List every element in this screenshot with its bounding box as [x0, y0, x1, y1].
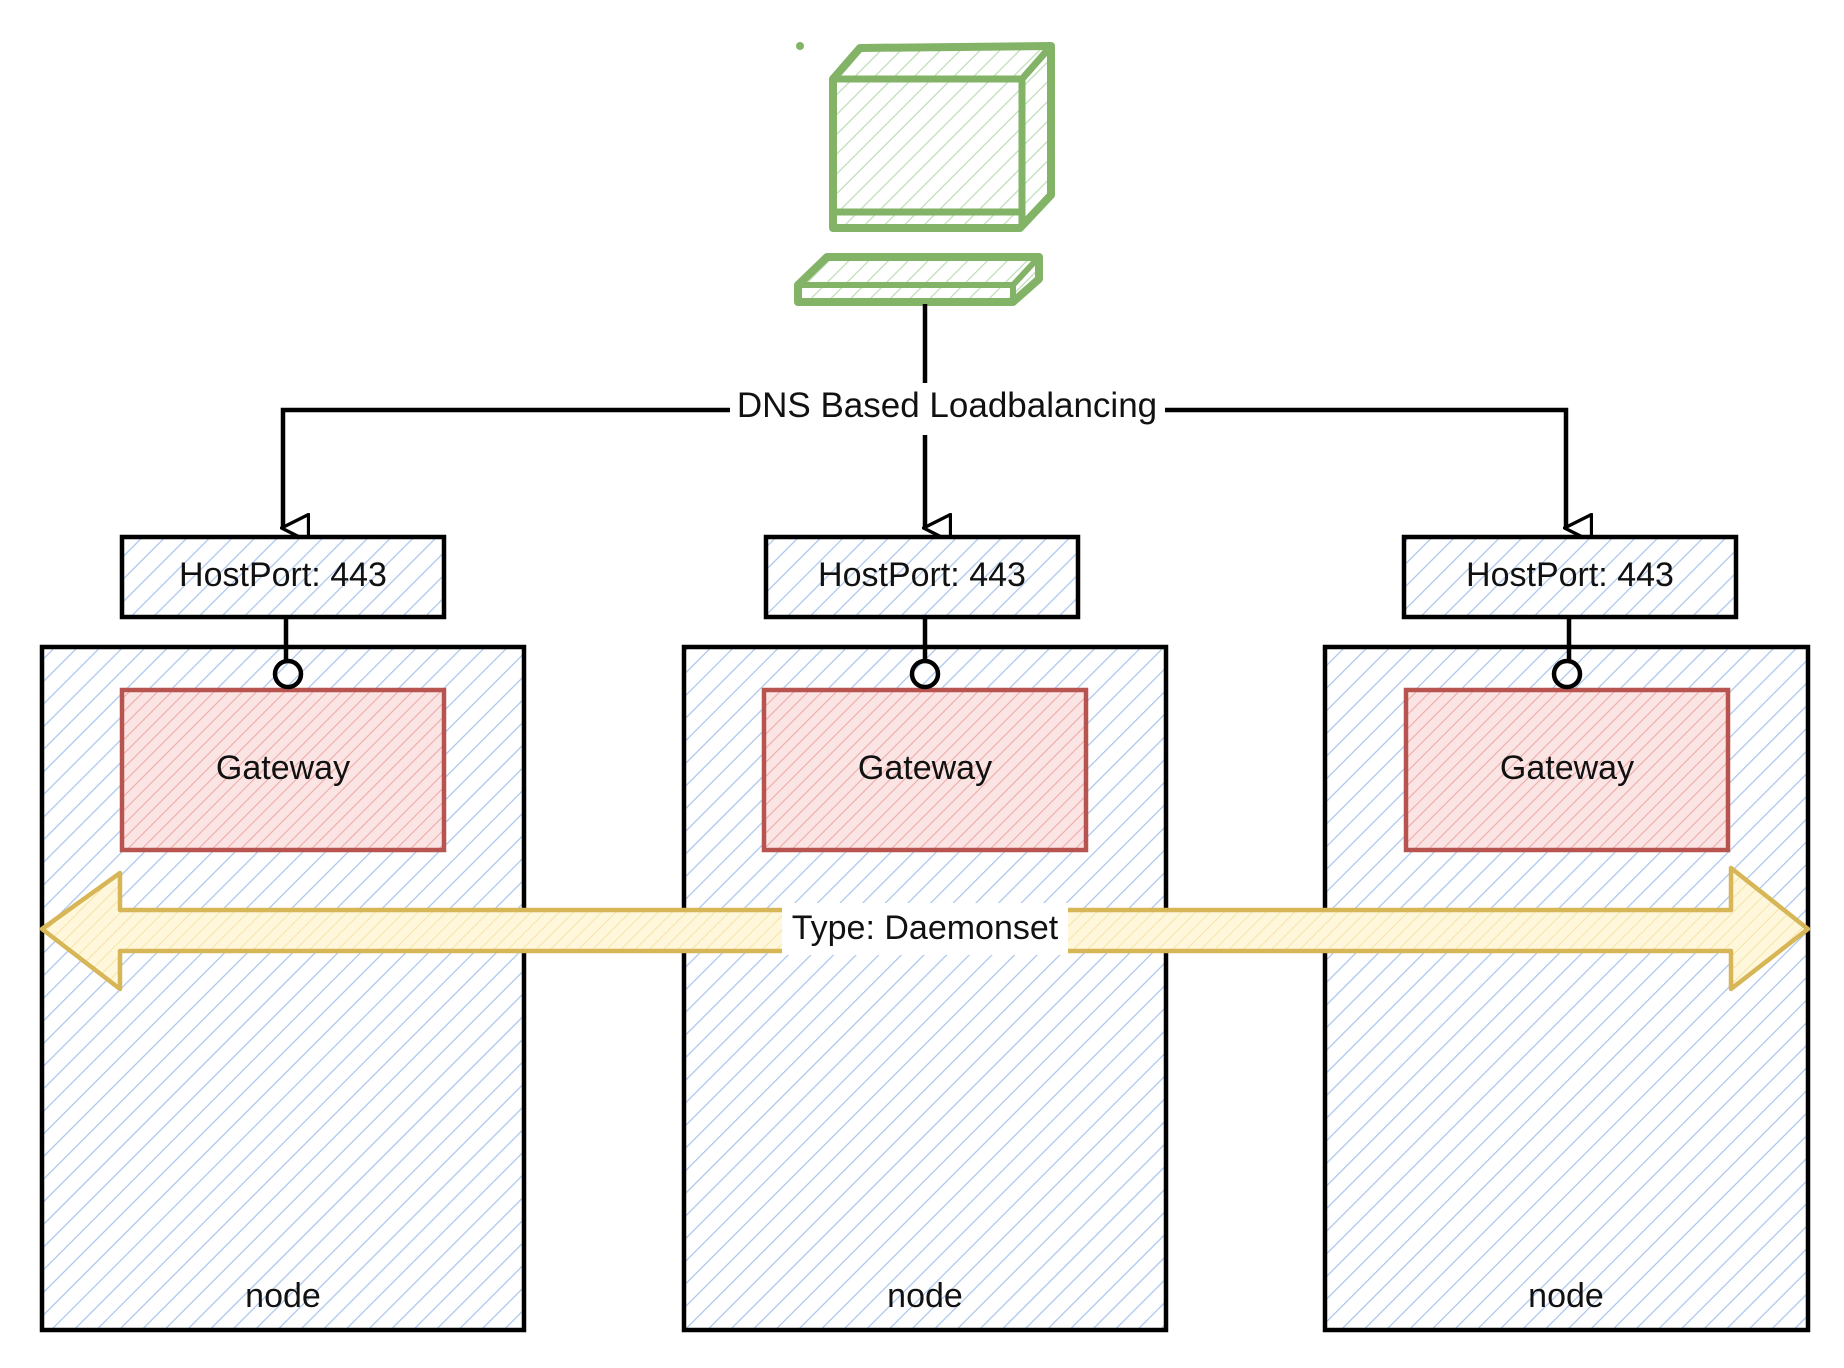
hostport-gateway-links [272, 617, 1583, 690]
gateway-1: Gateway [119, 687, 447, 853]
daemonset-label-background [782, 903, 1068, 955]
connector-label-background [730, 383, 1165, 435]
hostport-label: HostPort: 443 [818, 556, 1026, 594]
gateway-label: Gateway [858, 749, 992, 787]
computer-icon [794, 42, 1055, 306]
gateway-3: Gateway [1403, 687, 1731, 853]
hostport-label: HostPort: 443 [1466, 556, 1674, 594]
daemonset-double-arrow: Type: Daemonset [39, 865, 1811, 992]
connector-label: DNS Based Loadbalancing [737, 386, 1157, 425]
daemonset-label: Type: Daemonset [792, 909, 1059, 947]
node-label: node [245, 1277, 321, 1315]
hostport-2: HostPort: 443 [763, 534, 1081, 620]
gateway-2: Gateway [761, 687, 1089, 853]
hostport-3: HostPort: 443 [1401, 534, 1739, 620]
node-label: node [1528, 1277, 1604, 1315]
hostport-label: HostPort: 443 [179, 556, 387, 594]
gateway-label: Gateway [1500, 749, 1634, 787]
connector-to-hostport-left [283, 407, 925, 528]
hostport-1: HostPort: 443 [119, 534, 447, 620]
gateway-label: Gateway [216, 749, 350, 787]
node-label: node [887, 1277, 963, 1315]
